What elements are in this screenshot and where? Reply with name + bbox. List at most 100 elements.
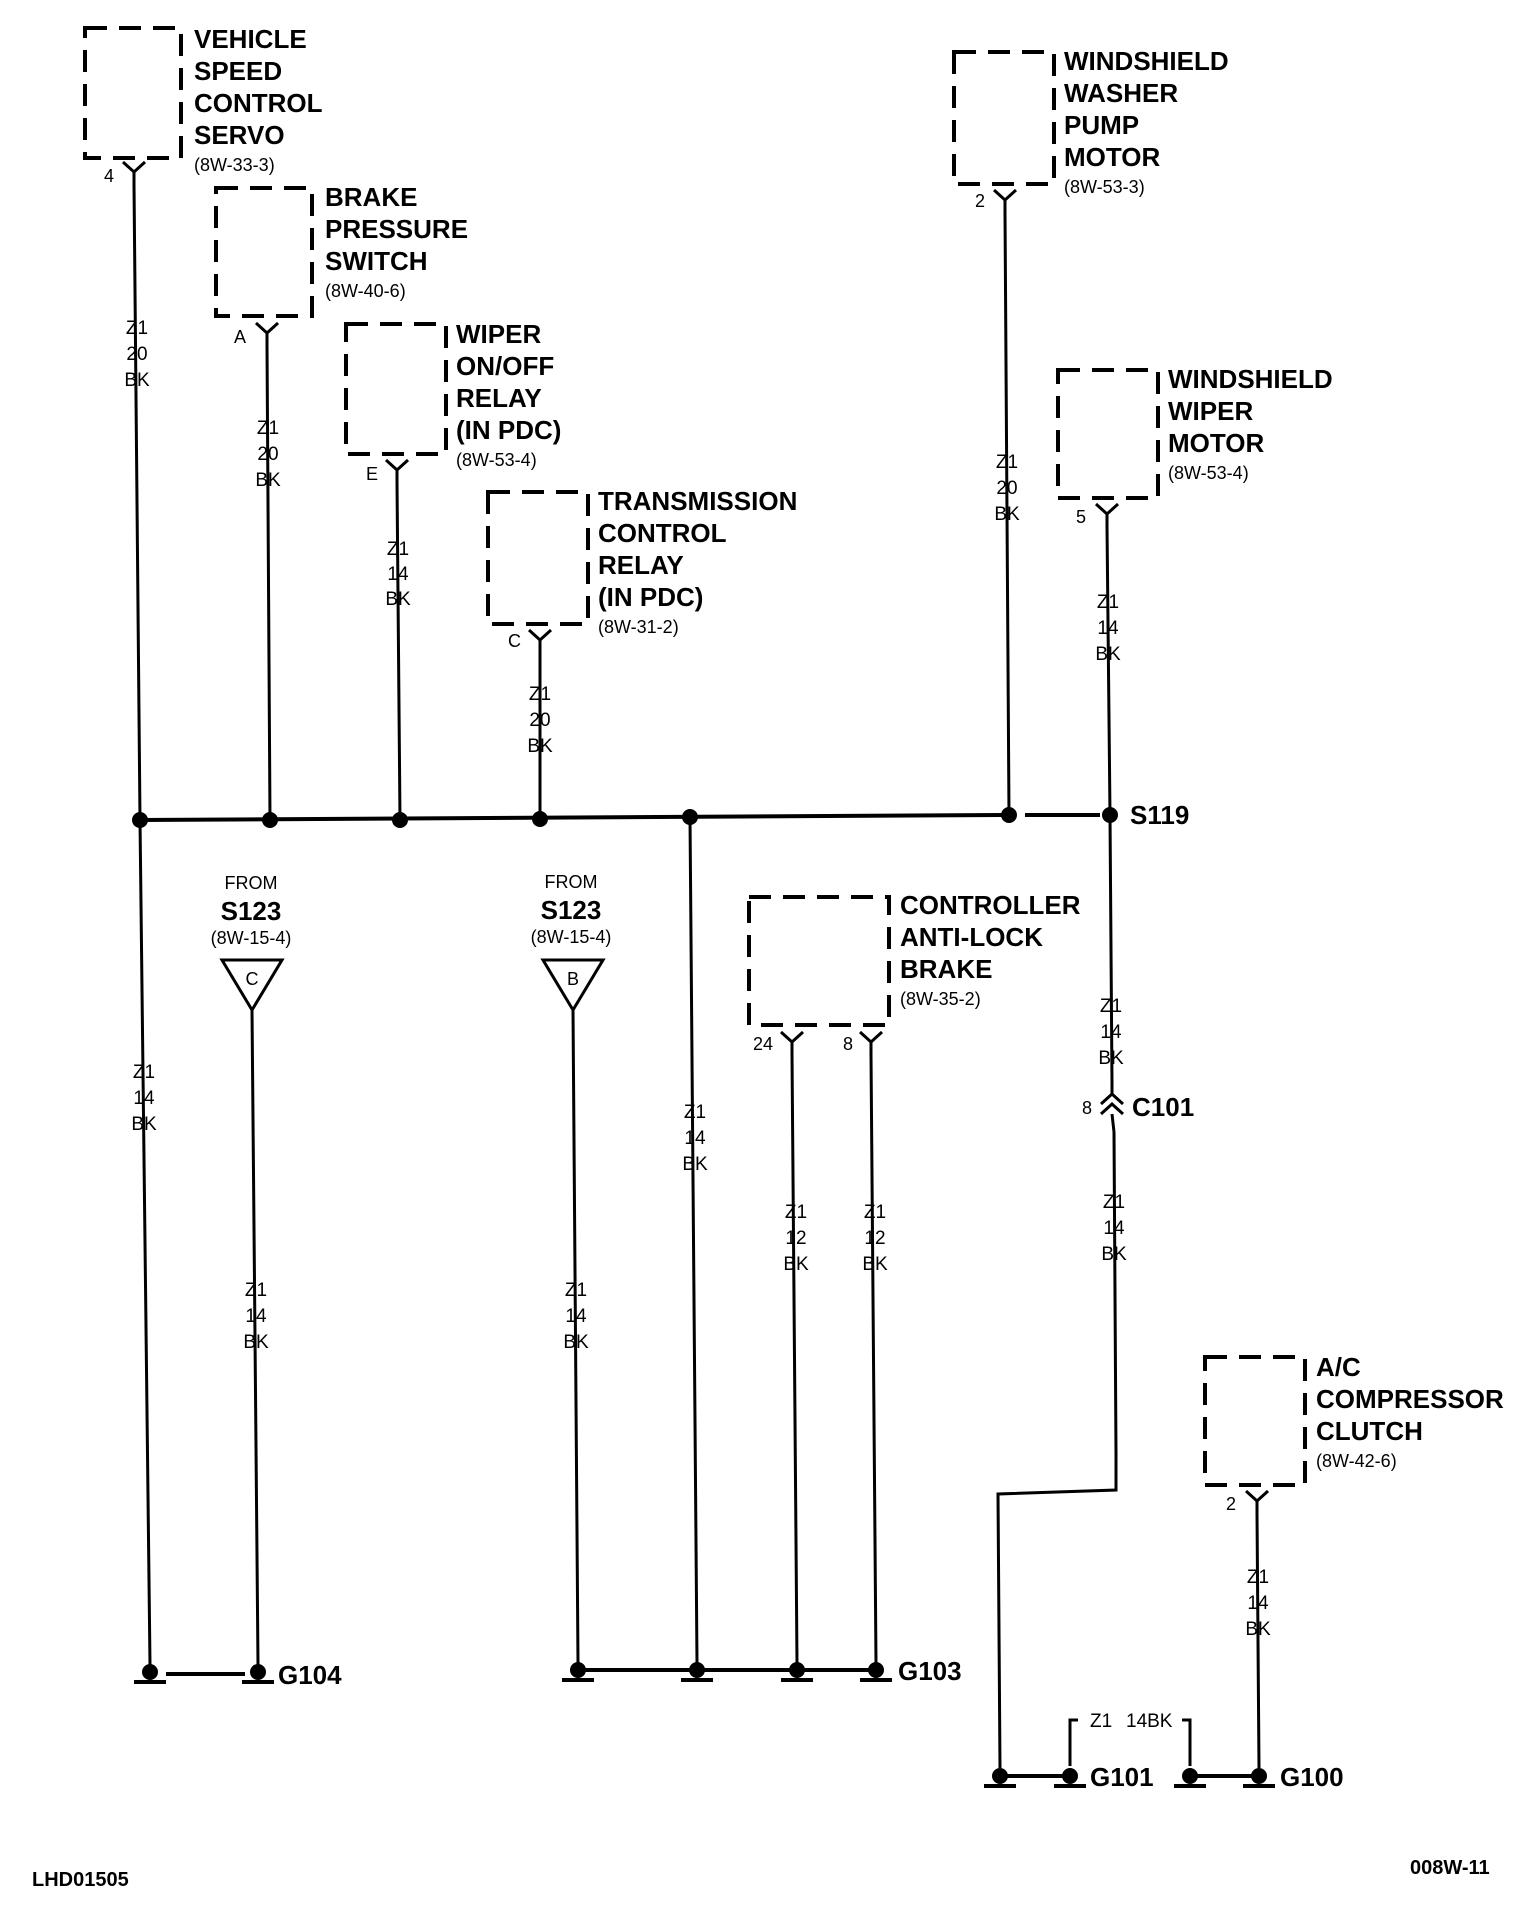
brake-pressure-switch: BRAKE PRESSURE SWITCH (8W-40-6) A — [214, 182, 468, 347]
brake-label-3: SWITCH — [325, 246, 428, 276]
servo-label-2: SPEED — [194, 56, 282, 86]
wire-wiper-motor — [1105, 525, 1112, 816]
wire-label-circuit: Z1 — [126, 318, 148, 339]
wire-label-circuit: Z1 — [1100, 996, 1122, 1017]
wire-b-to-g103 — [571, 1009, 580, 1664]
jumper-right-leg — [1182, 1718, 1192, 1766]
wiper-motor-ref: (8W-53-4) — [1168, 463, 1249, 483]
wiper-motor-connector-icon — [1094, 502, 1120, 526]
abs-controller: CONTROLLER ANTI-LOCK BRAKE (8W-35-2) 24 … — [747, 890, 1081, 1054]
trans-relay-label-1: TRANSMISSION — [598, 486, 797, 516]
bus-node — [392, 812, 408, 828]
servo-pin: 4 — [104, 166, 114, 186]
ac-label-1: A/C — [1316, 1352, 1361, 1382]
ground-icon — [1054, 1768, 1086, 1788]
wiper-onoff-relay: WIPER ON/OFF RELAY (IN PDC) (8W-53-4) E — [344, 319, 561, 484]
g100-label: G100 — [1280, 1762, 1344, 1792]
wire-label-circuit: Z1 — [785, 1202, 807, 1223]
brake-label-1: BRAKE — [325, 182, 417, 212]
bus-node — [1001, 807, 1017, 823]
abs-pin-b: 8 — [843, 1034, 853, 1054]
trans-relay-box — [486, 490, 590, 626]
wire-label-color: BK — [1095, 644, 1121, 665]
wire-label-circuit: Z1 — [996, 452, 1018, 473]
servo-box — [83, 26, 183, 160]
wire-label-circuit: Z1 — [684, 1102, 706, 1123]
washer-label-1: WINDSHIELD — [1064, 46, 1229, 76]
ac-compressor-clutch: A/C COMPRESSOR CLUTCH (8W-42-6) 2 — [1203, 1352, 1504, 1514]
ground-g104: G104 — [134, 1660, 342, 1690]
abs-connector-b-icon — [858, 1030, 884, 1054]
abs-label-2: ANTI-LOCK — [900, 922, 1043, 952]
wire-label-gauge: 14 — [387, 564, 409, 585]
wire-label-color: BK — [563, 1332, 589, 1353]
triangle-c-icon — [219, 958, 285, 1013]
brake-label-2: PRESSURE — [325, 214, 468, 244]
wires — [132, 183, 1261, 1769]
footer-left-code: LHD01505 — [32, 1869, 129, 1891]
wire-label-color: BK — [862, 1254, 888, 1275]
from-b-ref: (8W-15-4) — [531, 927, 612, 947]
wire-label-color: BK — [1098, 1048, 1124, 1069]
wire-s119-to-c101 — [1108, 814, 1114, 1084]
washer-pump-motor: WINDSHIELD WASHER PUMP MOTOR (8W-53-3) 2 — [952, 46, 1229, 212]
trans-relay-label-2: CONTROL — [598, 518, 727, 548]
wire-label-gauge: 14 — [133, 1088, 155, 1109]
wiper-relay-ref: (8W-53-4) — [456, 450, 537, 470]
splice-s119-label: S119 — [1130, 800, 1189, 830]
ground-icon — [1174, 1768, 1206, 1788]
brake-switch-box — [214, 186, 314, 318]
bus-node — [682, 809, 698, 825]
trans-relay-pin: C — [508, 631, 521, 651]
servo-connector-icon — [121, 160, 147, 184]
wire-c101-down — [1112, 1131, 1118, 1456]
wire-label-color: BK — [527, 736, 553, 757]
abs-box — [747, 895, 891, 1027]
wire-label-color: BK — [385, 589, 411, 610]
wiper-relay-connector-icon — [384, 458, 410, 482]
wire-label-gauge: 20 — [257, 444, 278, 465]
c101-label: C101 — [1132, 1092, 1194, 1122]
c101-stub-bottom — [1110, 1113, 1116, 1133]
bus-node — [132, 812, 148, 828]
washer-label-3: PUMP — [1064, 110, 1139, 140]
wire-abs-24 — [790, 1053, 799, 1664]
washer-box — [952, 50, 1056, 186]
splice-s119-dot — [1102, 807, 1118, 823]
wire-label-color: BK — [1245, 1619, 1271, 1640]
ground-icon — [860, 1662, 892, 1682]
wire-label-color: BK — [682, 1154, 708, 1175]
wire-c-to-g104 — [250, 1009, 260, 1666]
speed-control-servo: VEHICLE SPEED CONTROL SERVO (8W-33-3) 4 — [83, 24, 323, 186]
abs-label-3: BRAKE — [900, 954, 992, 984]
abs-ref: (8W-35-2) — [900, 989, 981, 1009]
ac-label-2: COMPRESSOR — [1316, 1384, 1504, 1414]
wire-label-color: BK — [243, 1332, 269, 1353]
wire-bus-to-g104-a — [138, 819, 152, 1666]
from-s123-b: FROM S123 (8W-15-4) B — [531, 872, 612, 1013]
washer-ref: (8W-53-3) — [1064, 177, 1145, 197]
trans-relay-ref: (8W-31-2) — [598, 617, 679, 637]
wire-brake — [265, 344, 272, 821]
wire-to-g101 — [996, 1455, 1118, 1769]
abs-connector-a-icon — [779, 1030, 805, 1054]
ground-icon — [242, 1664, 274, 1684]
wire-label-gauge: 14 — [245, 1306, 267, 1327]
wiper-relay-pin: E — [366, 464, 378, 484]
wire-label-gauge: 14 — [1100, 1022, 1122, 1043]
from-s123-c: FROM S123 (8W-15-4) C — [211, 873, 291, 1013]
wire-wiper-relay — [395, 481, 402, 821]
washer-label-2: WASHER — [1064, 78, 1178, 108]
wire-label-circuit: Z1 — [864, 1202, 886, 1223]
wire-label-circuit: Z1 — [133, 1062, 155, 1083]
wire-label-color: BK — [131, 1114, 157, 1135]
jumper-circuit: Z1 — [1090, 1711, 1112, 1732]
abs-label-1: CONTROLLER — [900, 890, 1081, 920]
jumper-bracket: Z1 14BK — [1068, 1711, 1192, 1766]
trans-relay-label-3: RELAY — [598, 550, 684, 580]
wire-washer — [1003, 211, 1011, 816]
from-c-splice: S123 — [221, 896, 282, 926]
washer-pin: 2 — [975, 191, 985, 211]
